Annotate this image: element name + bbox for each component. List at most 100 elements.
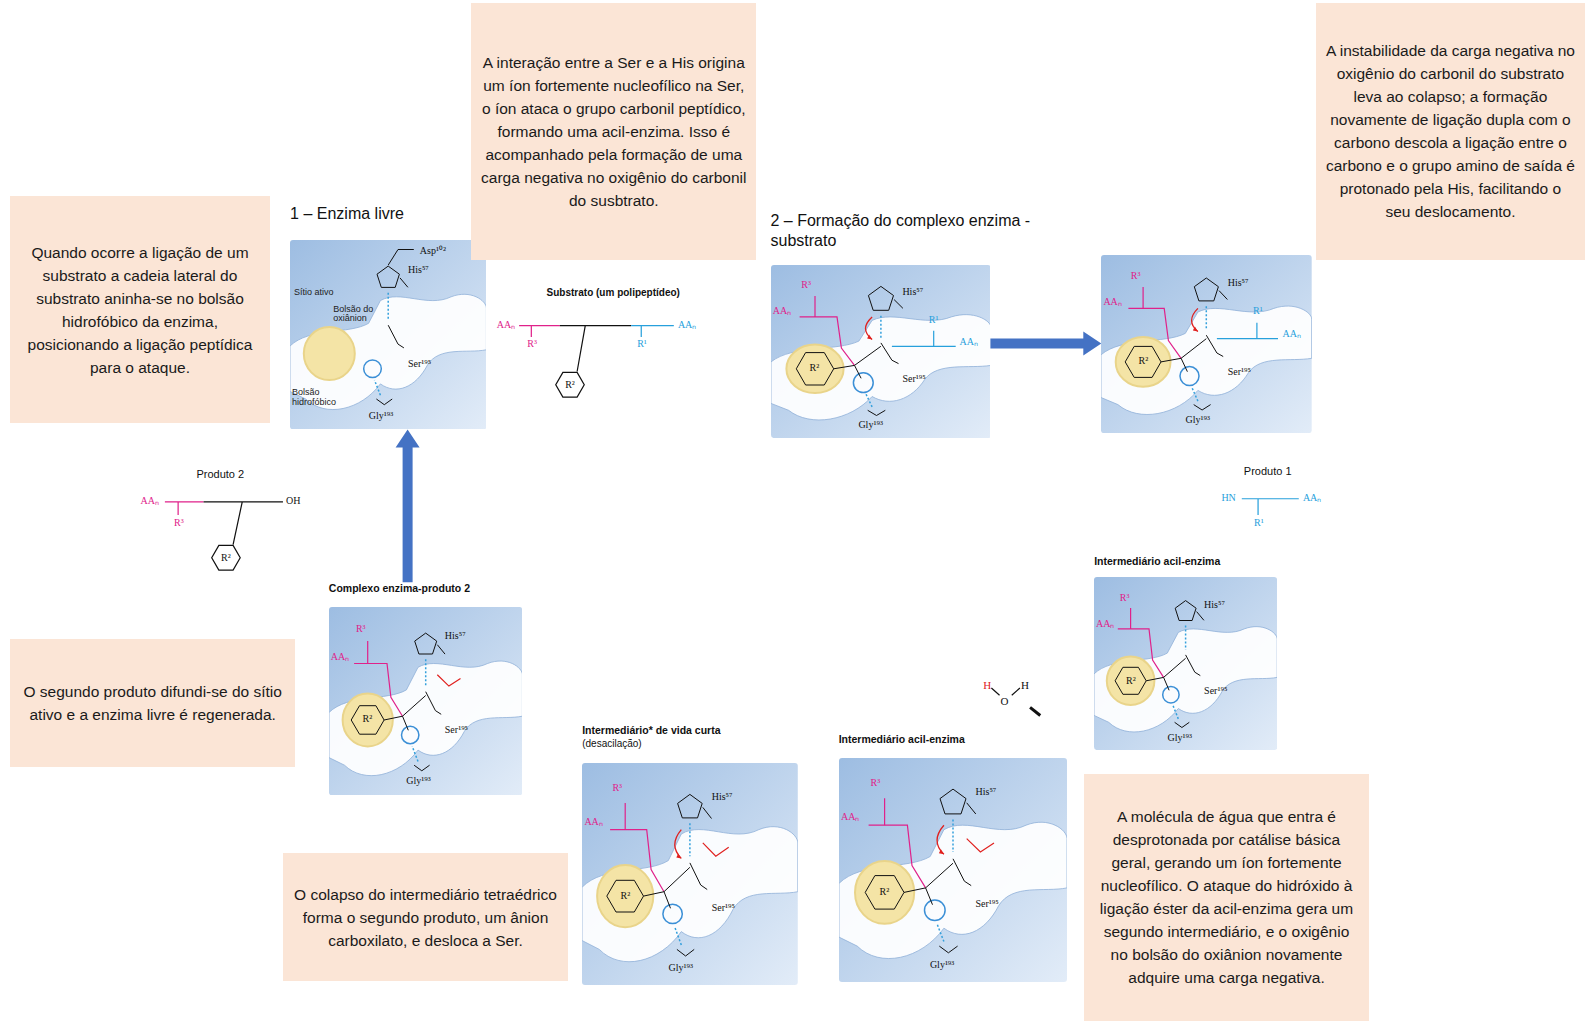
water-bond (1030, 707, 1040, 715)
atom-label: HN (1221, 493, 1235, 504)
substrate-bond (560, 326, 631, 372)
annotation-box: Quando ocorre a ligação de um substrato … (10, 196, 270, 423)
atom-label: Gly¹⁹³ (1167, 733, 1191, 744)
benzene-ring (607, 881, 644, 913)
atom-label: Gly¹⁹³ (930, 960, 954, 971)
atom-label: AAₙ (841, 812, 859, 823)
benzene-ring (212, 545, 241, 570)
hydrogen-bond (375, 380, 381, 395)
mechanism-panel: Intermediário acil-enzimaAAₙR³R²His⁵⁷Ser… (839, 733, 1067, 982)
annotation-box: A instabilidade da carga negativa no oxi… (1316, 3, 1585, 260)
mechanism-panel: AAₙR³R²His⁵⁷R¹AAₙSer¹⁹⁵Gly¹⁹³ (1101, 255, 1312, 433)
atom-label: His⁵⁷ (408, 265, 429, 276)
panel-background (1101, 255, 1312, 433)
electron-arrow-head (939, 850, 944, 855)
hydrophobic-pocket (304, 327, 355, 380)
benzene-ring (351, 705, 384, 734)
atom-label: Gly¹⁹³ (668, 963, 692, 974)
hydrogen-bond (1173, 705, 1179, 719)
region-label: Bolsão hidrofóbico (292, 388, 344, 408)
hydrogen-bond (412, 746, 418, 761)
atom-label: R² (565, 380, 575, 391)
atom-label: Ser¹⁹⁵ (408, 359, 431, 370)
structure-title: Produto 1 (1244, 466, 1292, 478)
panel-heading: (desacilação) (582, 737, 641, 750)
atom-label: R³ (1120, 593, 1130, 604)
glycine-bond (867, 410, 885, 415)
substrate-bond (1143, 287, 1144, 308)
atom-label: R³ (612, 783, 622, 794)
leaving-group-bond (1217, 338, 1278, 339)
atom-label: AAₙ (497, 320, 515, 331)
atom-label: Ser¹⁹⁵ (1204, 686, 1227, 697)
panel-heading: 2 – Formação do complexo enzima - substr… (771, 211, 1093, 251)
active-site-cavity (839, 823, 1067, 959)
panel-background (839, 758, 1067, 982)
atom-label: His⁵⁷ (445, 631, 466, 642)
atom-label: AAₙ (141, 496, 159, 507)
product-bond (204, 502, 283, 545)
substrate-bond (833, 365, 854, 368)
serine-bond (425, 691, 441, 714)
annotation-text: A instabilidade da carga negativa no oxi… (1325, 39, 1576, 223)
atom-label: R¹ (1254, 518, 1264, 529)
electron-arrow (1192, 308, 1198, 331)
enzyme-illustration (771, 265, 991, 438)
leaving-group-bond (933, 330, 934, 346)
active-site-cavity (582, 827, 798, 962)
benzene-ring (865, 876, 904, 910)
hydrogen-bond (937, 924, 944, 942)
imidazole-ring (868, 286, 893, 310)
benzene-ring (1115, 667, 1146, 694)
atom-label: AAₙ (331, 652, 349, 663)
atom-label: His⁵⁷ (975, 787, 996, 798)
atom-label: R³ (871, 778, 881, 789)
histidine-bond (703, 808, 712, 819)
electron-arrow-head (676, 854, 681, 859)
annotation-text: Quando ocorre a ligação de um substrato … (19, 241, 261, 379)
imidazole-ring (940, 789, 966, 814)
flow-arrow (990, 332, 1101, 356)
substrate-bond (814, 296, 815, 317)
substrate-bond (854, 346, 880, 365)
substrate-bond (367, 640, 368, 663)
benzene-ring (796, 352, 833, 384)
atom-label: Gly¹⁹³ (369, 411, 393, 422)
substrate-bond (644, 892, 665, 896)
atom-label: Ser¹⁹⁵ (712, 903, 735, 914)
structure-title: Substrato (um polipeptídeo) (547, 288, 680, 299)
substrate-bond (402, 716, 408, 730)
oxyanion-hole (853, 372, 873, 392)
atom-label: AAₙ (960, 337, 978, 348)
enzyme-illustration (582, 763, 798, 985)
glycine-bond (939, 946, 957, 953)
atom-label: Ser¹⁹⁵ (1228, 367, 1251, 378)
annotation-text: O colapso do intermediário tetraédrico f… (292, 883, 559, 952)
substrate-bond (1130, 608, 1131, 629)
hydrogen-bond (1192, 386, 1198, 400)
substrate-bond (868, 825, 925, 888)
benzene-ring (1125, 346, 1161, 377)
oxyanion-hole (1180, 366, 1199, 385)
atom-label: R² (1139, 356, 1149, 367)
atom-label: R² (879, 887, 889, 898)
histidine-bond (400, 278, 408, 287)
hydrogen-bond (880, 315, 882, 337)
electron-arrow-head (1193, 326, 1198, 331)
imidazole-ring (1195, 278, 1219, 301)
substrate-bond (925, 888, 932, 905)
histidine-bond (1219, 290, 1227, 299)
atom-label: His⁵⁷ (1204, 600, 1225, 611)
atom-label: R¹ (637, 339, 647, 350)
atom-label: O (1001, 696, 1009, 708)
panel-heading: Intermediário* de vida curta (582, 724, 720, 737)
substrate-bond (631, 326, 674, 337)
atom-label: AAₙ (1282, 329, 1300, 340)
substrate-bond (610, 830, 664, 892)
atom-label: R³ (174, 518, 184, 529)
atom-label: His⁵⁷ (712, 792, 733, 803)
atom-label: R¹ (1253, 306, 1263, 317)
glycine-bond (677, 950, 694, 957)
electron-arrow-head (867, 334, 872, 339)
oxyanion-hole (401, 726, 418, 743)
